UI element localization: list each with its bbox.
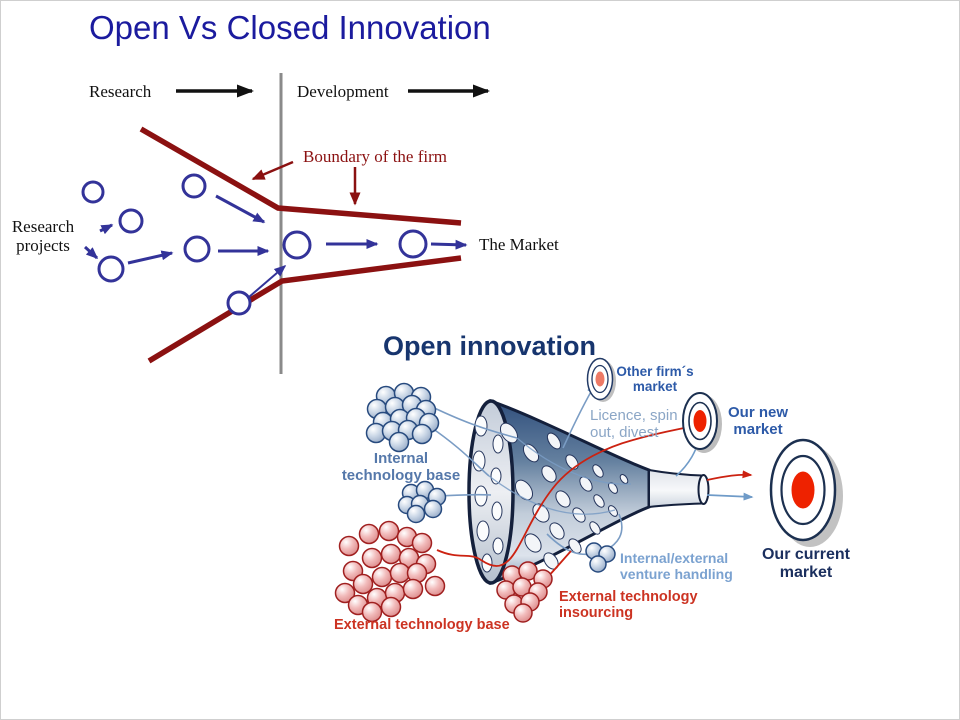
- funnel-body-holes: [499, 422, 629, 570]
- venture-handling-cluster: [585, 542, 616, 573]
- our-new-market-label: Our new market: [727, 404, 788, 438]
- internal-tech-cluster-small: [397, 480, 447, 524]
- external-insourcing-cluster: [496, 561, 553, 623]
- internal-external-venture-handling-label: Internal/external venture handling: [620, 550, 733, 582]
- internal-flow-line-2: [428, 425, 490, 477]
- licence-spin-out-divest-label: Licence, spin out, divest: [590, 407, 678, 441]
- open-innovation-title: Open innovation: [383, 331, 596, 361]
- other-firms-market-label: Other firm´s market: [616, 364, 694, 394]
- boundary-of-firm-label: Boundary of the firm: [303, 147, 447, 166]
- external-tech-cluster: [334, 520, 446, 623]
- spout-red-arrow: [706, 470, 753, 481]
- spout-blue-arrow: [706, 492, 754, 501]
- funnel-walls: [139, 126, 462, 364]
- our-new-market-target: [682, 392, 722, 453]
- our-current-market-target: [769, 438, 843, 547]
- internal-tech-cluster: [365, 382, 440, 453]
- external-insourcing-line: [436, 424, 695, 567]
- funnel-thread-2: [488, 475, 616, 515]
- other-firms-market-target: [586, 357, 616, 402]
- open-innovation-diagram: [334, 357, 843, 623]
- development-label: Development: [297, 82, 389, 101]
- external-technology-base-label: External technology base: [334, 617, 510, 633]
- funnel-bottom-wall: [147, 255, 462, 364]
- research-label: Research: [89, 82, 152, 101]
- funnel-thread-1: [516, 437, 632, 485]
- our-current-market-label: Our current market: [761, 546, 850, 581]
- funnel-spout: [648, 468, 703, 509]
- open-funnel: [467, 398, 710, 586]
- boundary-pointers: [251, 160, 361, 206]
- project-arrows: [83, 194, 468, 298]
- funnel-top-wall: [139, 126, 462, 226]
- external-technology-insourcing-label: External technology insourcing: [559, 589, 698, 621]
- boundary-arrow-left: [251, 160, 294, 181]
- the-market-label: The Market: [479, 235, 559, 254]
- internal-technology-base-label: Internal technology base: [341, 450, 461, 484]
- research-projects-label: Research projects: [11, 217, 75, 255]
- slide-title: Open Vs Closed Innovation: [89, 9, 491, 46]
- funnel-spout-opening: [697, 474, 710, 505]
- project-circles: [81, 173, 428, 316]
- closed-innovation-diagram: [81, 73, 490, 374]
